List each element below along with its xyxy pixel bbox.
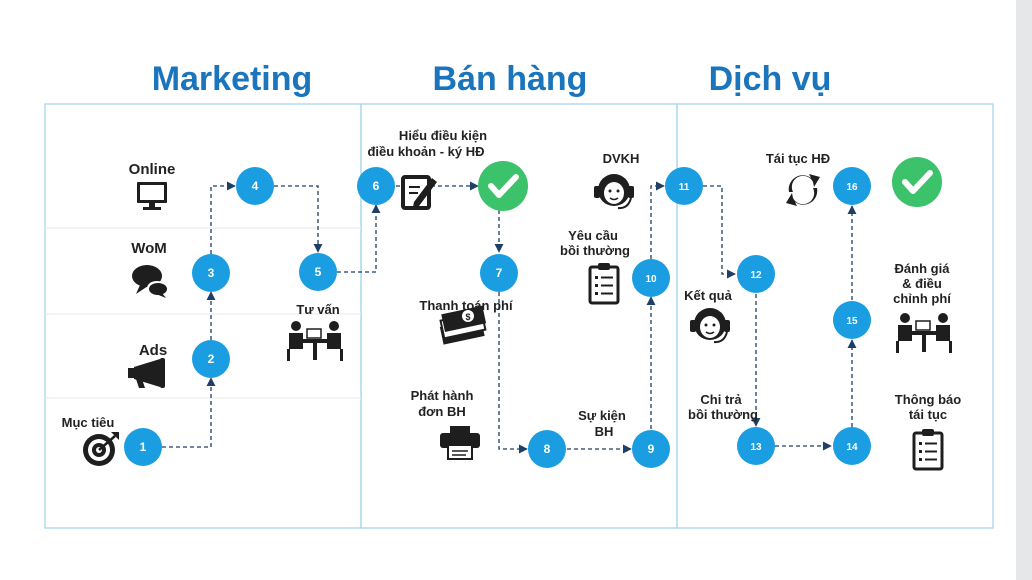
step-node-11: 11: [665, 167, 703, 205]
section-title-sales: Bán hàng: [432, 60, 588, 98]
svg-text:4: 4: [252, 179, 259, 193]
label-phat-hanh-line1: Phát hành: [410, 388, 474, 403]
headset-agent-icon: [690, 308, 730, 344]
step-node-7: 7: [480, 254, 518, 292]
svg-text:13: 13: [750, 442, 762, 453]
printer-icon: [440, 426, 480, 460]
label-su-kien-line2: BH: [594, 424, 614, 439]
svg-text:7: 7: [496, 266, 503, 280]
meeting-icon: [287, 321, 343, 361]
svg-text:12: 12: [750, 270, 762, 281]
svg-text:8: 8: [544, 442, 551, 456]
svg-text:15: 15: [846, 316, 858, 327]
connector-7-8: [498, 292, 528, 454]
target-icon: [83, 432, 119, 466]
label-hieu-dieu-kien-line2: điều khoản - ký HĐ: [367, 144, 485, 159]
label-phat-hanh-line2: đơn BH: [418, 404, 466, 419]
label-yeu-cau-line2: bồi thường: [560, 243, 630, 258]
label-online: Online: [128, 161, 176, 178]
connector-3-4: [210, 181, 236, 254]
frame-service: [676, 103, 994, 529]
label-tai-tuc-hd: Tái tục HĐ: [765, 151, 831, 166]
svg-text:2: 2: [208, 352, 215, 366]
step-node-8: 8: [528, 430, 566, 468]
section-frames: [44, 103, 994, 529]
label-su-kien-line1: Sự kiện: [578, 408, 626, 423]
svg-text:10: 10: [645, 274, 657, 285]
megaphone-icon: [128, 358, 165, 388]
label-thanh-toan-phi: Thanh toán phí: [419, 298, 513, 313]
label-ket-qua: Kết quả: [684, 288, 732, 303]
connector-11-12: [703, 185, 736, 279]
svg-text:16: 16: [846, 182, 858, 193]
label-ads: Ads: [138, 342, 168, 359]
label-muc-tieu: Mục tiêu: [61, 415, 115, 430]
check-icon: [478, 161, 528, 211]
money-icon: $: [439, 305, 487, 345]
svg-text:14: 14: [846, 442, 858, 453]
label-thong-bao-line2: tái tục: [908, 407, 948, 422]
step-node-16: 16: [833, 167, 871, 205]
step-node-9: 9: [632, 430, 670, 468]
svg-text:1: 1: [140, 440, 147, 454]
connector-5-6: [337, 204, 381, 273]
step-nodes: 1 2 3 4 5 6 7 8 9 10 11 12 13 14 15 16: [124, 167, 871, 468]
section-title-marketing: Marketing: [151, 60, 313, 98]
step-node-2: 2: [192, 340, 230, 378]
step-node-10: 10: [632, 259, 670, 297]
label-chi-tra-line2: bồi thường: [688, 407, 758, 422]
label-tu-van: Tư vấn: [296, 302, 340, 317]
svg-text:11: 11: [679, 182, 690, 193]
label-wom: WoM: [131, 240, 167, 257]
label-thong-bao-line1: Thông báo: [894, 392, 962, 407]
step-node-1: 1: [124, 428, 162, 466]
step-node-12: 12: [737, 255, 775, 293]
svg-text:6: 6: [373, 179, 380, 193]
speech-bubbles-icon: [132, 265, 167, 298]
section-title-service: Dịch vụ: [708, 60, 832, 98]
flow-connectors: [162, 181, 857, 454]
check-icon: [892, 157, 942, 207]
step-node-13: 13: [737, 427, 775, 465]
label-danh-gia-line2: & điều: [902, 276, 942, 291]
step-node-14: 14: [833, 427, 871, 465]
connector-1-2: [162, 377, 216, 448]
svg-text:5: 5: [315, 265, 322, 279]
clipboard-checklist-icon: [588, 263, 620, 305]
right-edge-strip: [1016, 0, 1032, 580]
meeting-icon: [896, 313, 952, 353]
label-yeu-cau-line1: Yêu cầu: [568, 228, 618, 243]
connector-10-11: [650, 181, 665, 259]
label-danh-gia-line1: Đánh giá: [894, 261, 950, 276]
renew-arrows-icon: [786, 174, 820, 206]
step-node-6: 6: [357, 167, 395, 205]
svg-text:$: $: [465, 312, 470, 322]
label-hieu-dieu-kien-line1: Hiểu điều kiện: [398, 128, 488, 143]
connector-4-5: [274, 185, 323, 253]
monitor-icon: [137, 182, 167, 210]
contract-sign-icon: [401, 175, 437, 210]
clipboard-checklist-icon: [912, 429, 944, 471]
headset-agent-icon: [594, 174, 634, 210]
label-danh-gia-line3: chỉnh phí: [893, 291, 951, 306]
step-node-15: 15: [833, 301, 871, 339]
svg-text:3: 3: [208, 266, 215, 280]
label-chi-tra-line1: Chi trả: [700, 392, 742, 407]
svg-text:9: 9: [648, 442, 655, 456]
step-node-5: 5: [299, 253, 337, 291]
step-node-4: 4: [236, 167, 274, 205]
label-dvkh: DVKH: [602, 151, 640, 166]
step-node-3: 3: [192, 254, 230, 292]
